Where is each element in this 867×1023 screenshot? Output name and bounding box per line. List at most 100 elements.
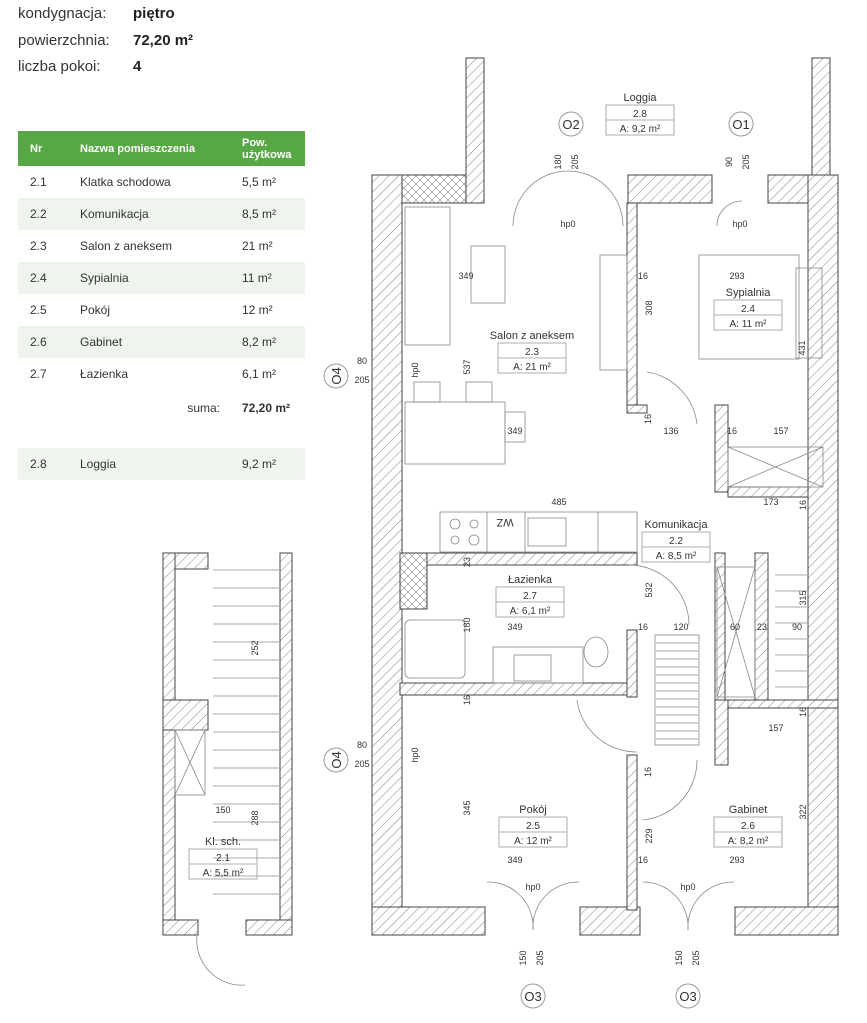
dimension-label: 60 — [730, 622, 740, 632]
dimension-label: 150 — [518, 950, 528, 965]
wall — [714, 404, 729, 493]
wall — [399, 552, 428, 610]
svg-text:O4: O4 — [329, 367, 344, 384]
room-label: Loggia 2.8 A: 9,2 m² — [605, 92, 675, 136]
axis-marker: O1 — [728, 111, 754, 137]
axis-marker: O2 — [558, 111, 584, 137]
cell-name: Pokój — [80, 303, 111, 317]
wall — [399, 552, 638, 566]
room-number: 2.8 — [633, 109, 647, 120]
dimension-label: 485 — [551, 497, 566, 507]
wall — [245, 919, 293, 936]
dimension-label: 157 — [768, 723, 783, 733]
dimension-label: 16 — [638, 271, 648, 281]
cell-nr: 2.3 — [30, 239, 47, 253]
wall — [162, 699, 209, 731]
wall — [371, 906, 486, 936]
room-area: A: 8,5 m² — [656, 551, 697, 562]
cell-nr: 2.4 — [18, 262, 68, 294]
cell-name: Łazienka — [80, 367, 129, 381]
dimension-label: hp0 — [525, 882, 540, 892]
dimension-label: WZ — [496, 516, 513, 528]
wall — [807, 174, 839, 936]
room-area: A: 6,1 m² — [510, 606, 551, 617]
wall — [626, 754, 638, 911]
axis-marker: O4 — [323, 363, 349, 389]
wall — [279, 552, 293, 934]
rooms-table: Nr Nazwa pomieszczenia Pow. użytkowa 2.1… — [18, 131, 305, 480]
dimension-label: 229 — [644, 828, 654, 843]
dimension-label: 205 — [570, 154, 580, 169]
room-name: Komunikacja — [645, 519, 709, 531]
dimension-label: 90 — [792, 622, 802, 632]
dimension-label: 308 — [644, 300, 654, 315]
room-area: A: 12 m² — [514, 836, 552, 847]
table-row: 2.7 Łazienka 6,1 m² — [18, 358, 305, 390]
room-name: Salon z aneksem — [490, 330, 574, 342]
cell-nr: 2.7 — [30, 367, 47, 381]
dimension-label: 136 — [663, 426, 678, 436]
dimension-label: 537 — [462, 359, 472, 374]
room-name: Gabinet — [729, 804, 768, 816]
dimension-label: 16 — [798, 500, 808, 510]
room-number: 2.6 — [741, 821, 755, 832]
wall — [371, 174, 403, 936]
dimension-label: hp0 — [560, 219, 575, 229]
axis-marker: O4 — [323, 747, 349, 773]
room-area: A: 21 m² — [513, 362, 551, 373]
room-name: Kl. sch. — [205, 836, 241, 848]
dimension-label: 205 — [741, 154, 751, 169]
cell-name: Klatka schodowa — [80, 175, 171, 189]
dimension-label: 349 — [507, 426, 522, 436]
svg-text:O1: O1 — [732, 117, 749, 132]
dimension-label: 349 — [507, 622, 522, 632]
dimension-label: 16 — [462, 695, 472, 705]
room-label: Pokój 2.5 A: 12 m² — [498, 804, 568, 848]
dimension-label: 532 — [644, 582, 654, 597]
axis-marker: O3 — [520, 983, 546, 1009]
dimension-label: 16 — [727, 426, 737, 436]
dimension-label: 23 — [757, 622, 767, 632]
dimension-label: hp0 — [410, 747, 420, 762]
room-name: Pokój — [519, 804, 547, 816]
wall — [734, 906, 839, 936]
dimension-label: 252 — [250, 640, 260, 655]
wall — [727, 486, 809, 498]
wall — [162, 919, 199, 936]
svg-text:O4: O4 — [329, 751, 344, 768]
wall — [626, 629, 638, 698]
room-name: Łazienka — [508, 574, 553, 586]
room-name: Loggia — [623, 92, 657, 104]
wall — [626, 404, 648, 414]
wall — [627, 174, 713, 204]
dimension-label: 322 — [798, 804, 808, 819]
room-area: A: 9,2 m² — [620, 124, 661, 135]
room-number: 2.3 — [525, 347, 539, 358]
cell-area: 12 m² — [242, 303, 273, 317]
room-label: Salon z aneksem 2.3 A: 21 m² — [490, 330, 574, 374]
wall — [465, 57, 485, 204]
room-number: 2.5 — [526, 821, 540, 832]
info-area: powierzchnia:72,20 m² — [18, 32, 194, 49]
dimension-label: 293 — [729, 271, 744, 281]
cell-nr: 2.1 — [30, 175, 47, 189]
cell-area: 21 m² — [242, 239, 273, 253]
wall — [579, 906, 641, 936]
dimension-label: 90 — [724, 157, 734, 167]
cell-name: Sypialnia — [68, 262, 230, 294]
dimension-label: 120 — [673, 622, 688, 632]
cell-area: 6,1 m² — [242, 367, 277, 381]
wall — [714, 699, 839, 709]
dimension-label: 150 — [674, 950, 684, 965]
cell-name: Gabinet — [68, 326, 230, 358]
dimension-label: 80 — [357, 356, 367, 366]
room-area: A: 11 m² — [729, 319, 767, 330]
